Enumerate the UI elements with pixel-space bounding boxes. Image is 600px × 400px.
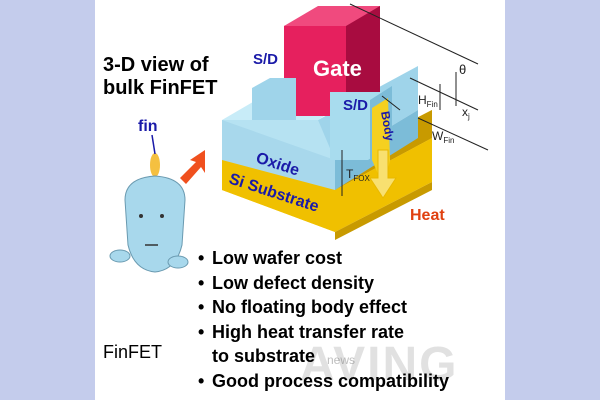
gate-block (284, 6, 380, 116)
benefit-item: •Low wafer cost (198, 248, 343, 268)
svg-text:WFin: WFin (432, 129, 454, 145)
heat-arrow (369, 149, 397, 199)
gate-label: Gate (313, 56, 362, 81)
title-line-2: bulk FinFET (103, 77, 218, 99)
benefit-item: •Good process compatibility (198, 370, 450, 391)
fin-label: fin (138, 118, 158, 135)
watermark: AVING (300, 338, 459, 391)
svg-text:TFOX: TFOX (346, 167, 370, 183)
sd-right-label: S/D (343, 97, 368, 114)
pointer-arrow (180, 150, 205, 184)
benefit-item: •No floating body effect (198, 297, 407, 317)
svg-text:θ: θ (459, 62, 466, 77)
benefit-item: •Low defect density (198, 272, 375, 293)
benefit-item-continuation: to substrate (212, 346, 316, 366)
svg-text:xj: xj (462, 105, 470, 121)
title-line-1: 3-D view of (103, 54, 209, 76)
fin-pointer-line (151, 134, 156, 155)
finfet-character (109, 153, 189, 273)
benefit-item: •High heat transfer rate (198, 321, 405, 342)
sd-left-label: S/D (253, 51, 278, 68)
watermark-small: news (327, 353, 356, 367)
benefits-list: •Low wafer cost •Low defect density •No … (198, 246, 449, 393)
diagram-title: 3-D view of bulk FinFET (103, 54, 217, 100)
dimension-lines (341, 3, 489, 196)
heat-label: Heat (410, 207, 445, 224)
dimension-labels: TFOX HFin WFin θ xj (346, 62, 470, 183)
svg-text:HFin: HFin (418, 93, 438, 109)
body-label: Body (378, 110, 397, 142)
finfet-caption: FinFET (103, 342, 163, 362)
